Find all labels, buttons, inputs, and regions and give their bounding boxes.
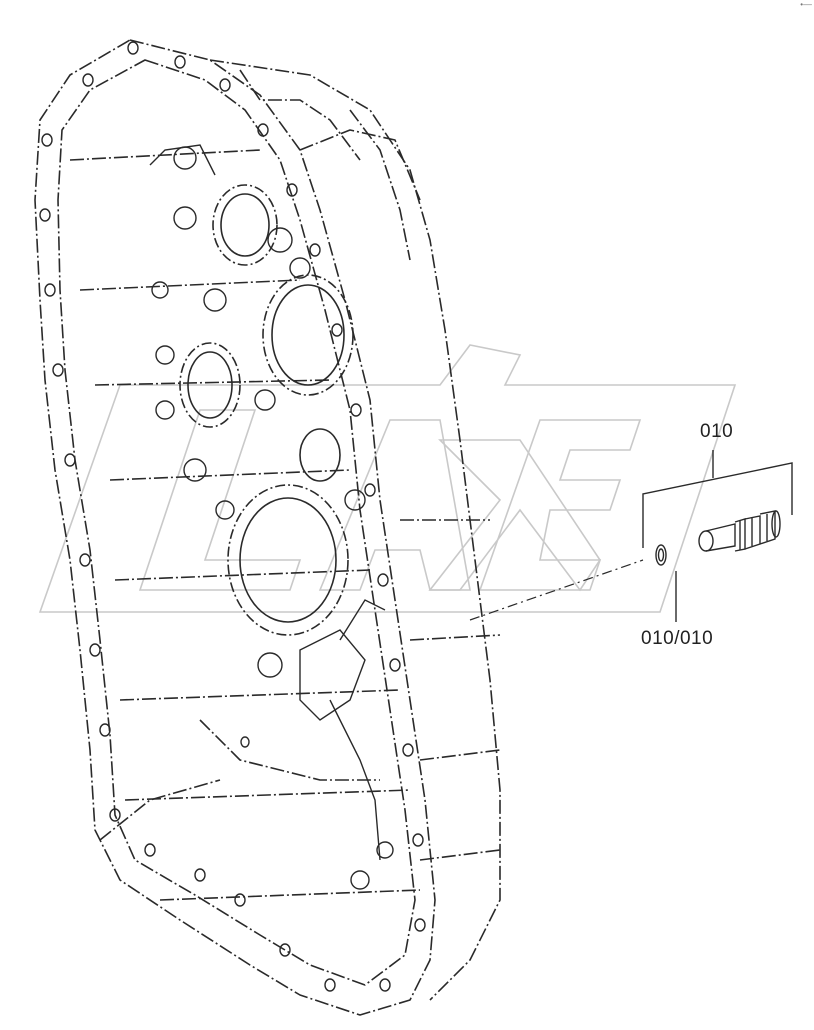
gearbox-housing — [35, 40, 500, 1015]
housing-bosses — [150, 145, 393, 889]
corner-mark: •–– — [800, 0, 812, 9]
o-ring — [656, 545, 666, 565]
flange-bolt-holes — [40, 42, 425, 991]
watermark-logo — [38, 344, 737, 613]
part-010-sensor — [643, 450, 792, 622]
callout-part-010-010: 010/010 — [641, 628, 714, 649]
callout-part-010: 010 — [700, 421, 734, 442]
